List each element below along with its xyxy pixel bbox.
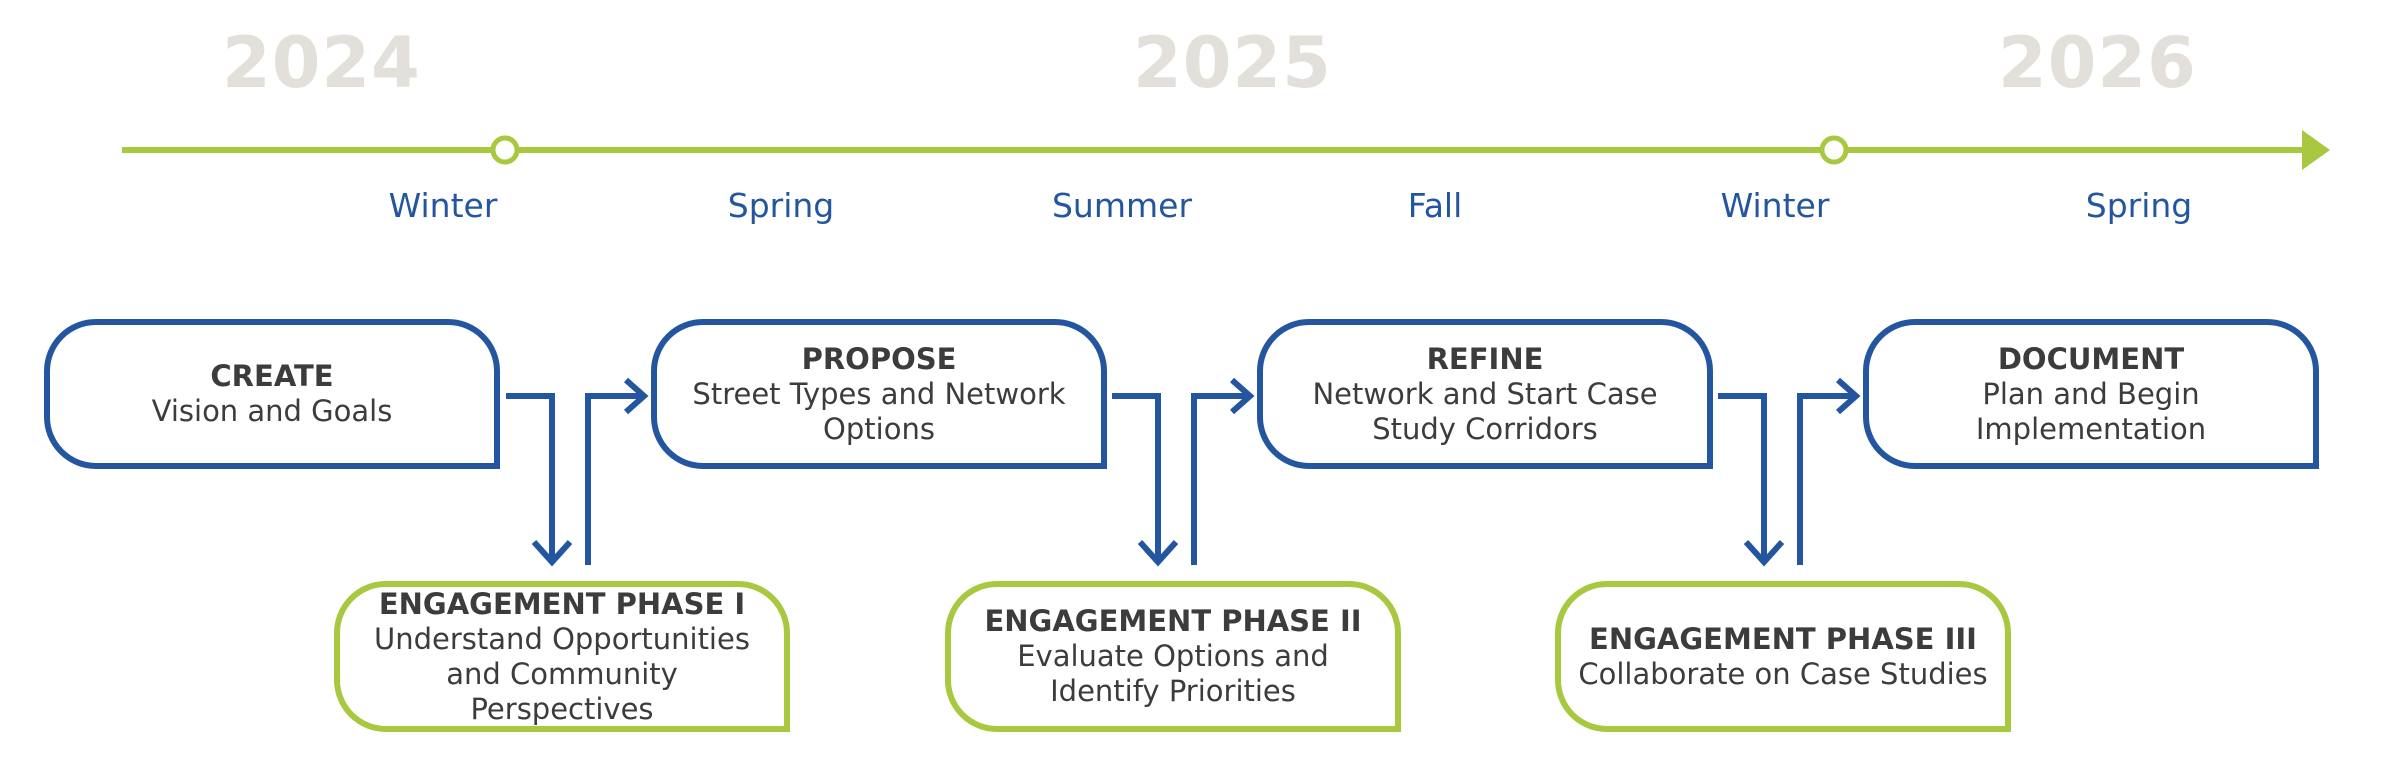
engagement-title: ENGAGEMENT PHASE III	[1589, 621, 1977, 656]
connector-down-head-1	[531, 539, 573, 567]
year-2026: 2026	[1998, 22, 2197, 104]
stage-title: CREATE	[210, 359, 334, 393]
connector-up-head-3	[1836, 377, 1861, 415]
stage-description: Vision and Goals	[151, 394, 393, 428]
connector-down-arrow-2	[1112, 393, 1161, 562]
stage-refine: REFINE Network and Start Case Study Corr…	[1257, 319, 1713, 469]
stage-description: Plan and Begin Implementation	[1975, 376, 2207, 446]
engagement-phase-3: ENGAGEMENT PHASE III Collaborate on Case…	[1555, 581, 2011, 732]
engagement-description: Understand Opportunities and Community P…	[374, 621, 750, 726]
connector-down-head-2	[1137, 539, 1179, 567]
timeline-marker-2026	[1819, 135, 1849, 165]
engagement-description: Collaborate on Case Studies	[1578, 656, 1988, 691]
engagement-description: Evaluate Options and Identify Priorities	[1017, 639, 1329, 708]
year-2025: 2025	[1133, 22, 1332, 104]
stage-propose: PROPOSE Street Types and Network Options	[651, 319, 1107, 469]
year-2024: 2024	[222, 22, 421, 104]
engagement-title: ENGAGEMENT PHASE II	[984, 604, 1362, 638]
season-summer: Summer	[1051, 186, 1193, 225]
connector-1	[506, 377, 649, 567]
timeline-arrowhead	[2302, 130, 2330, 170]
stage-description: Network and Start Case Study Corridors	[1312, 376, 1658, 446]
connector-3	[1718, 377, 1861, 567]
engagement-title: ENGAGEMENT PHASE I	[378, 586, 746, 621]
connector-up-arrow-1	[585, 393, 642, 565]
connector-down-arrow-3	[1718, 393, 1767, 562]
timeline-marker-2025	[490, 135, 520, 165]
stage-title: PROPOSE	[801, 341, 957, 376]
season-fall: Fall	[1407, 186, 1463, 225]
stage-create: CREATE Vision and Goals	[44, 319, 500, 469]
connector-up-arrow-3	[1797, 393, 1854, 565]
connector-up-head-1	[624, 377, 649, 415]
connector-down-head-3	[1743, 539, 1785, 567]
engagement-phase-1: ENGAGEMENT PHASE I Understand Opportunit…	[334, 581, 790, 732]
connector-down-arrow-1	[506, 393, 555, 562]
connector-2	[1112, 377, 1255, 567]
connector-up-arrow-2	[1191, 393, 1248, 565]
stage-title: DOCUMENT	[1997, 341, 2185, 376]
stage-document: DOCUMENT Plan and Begin Implementation	[1863, 319, 2319, 469]
season-spring-1: Spring	[727, 186, 835, 225]
stage-title: REFINE	[1426, 341, 1544, 376]
connector-up-head-2	[1230, 377, 1255, 415]
season-spring-2: Spring	[2085, 186, 2193, 225]
stage-description: Street Types and Network Options	[692, 376, 1066, 446]
engagement-phase-2: ENGAGEMENT PHASE II Evaluate Options and…	[945, 581, 1401, 732]
season-winter-2: Winter	[1720, 186, 1830, 225]
season-winter-1: Winter	[388, 186, 498, 225]
